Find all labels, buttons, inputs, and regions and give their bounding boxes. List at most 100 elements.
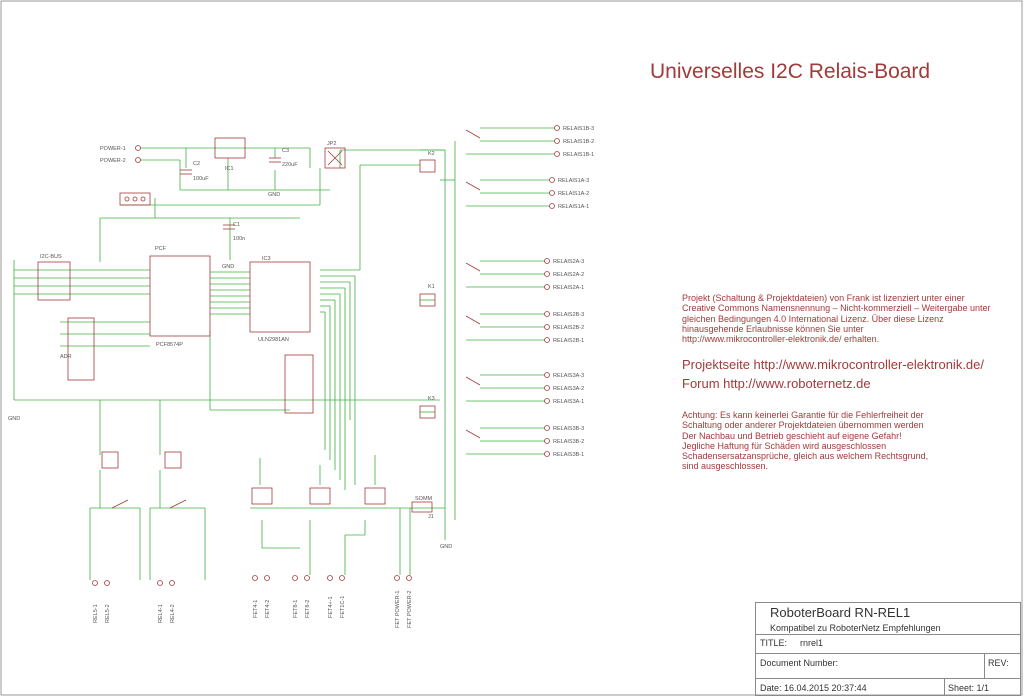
logic-components (37, 224, 314, 414)
label-relais3b-3: RELAIS3B-3 (553, 426, 584, 432)
label-rel5-2: REL5-2 (105, 604, 111, 623)
uln2981-chip (249, 261, 311, 333)
label-relais1b-2: RELAIS1B-2 (563, 139, 594, 145)
label-gnd-2: GND (222, 264, 234, 270)
label-power-1: POWER-1 (100, 146, 126, 152)
label-pcf: PCF (155, 246, 167, 252)
label-relais2b-2: RELAIS2B-2 (553, 325, 584, 331)
label-fet4plus-1: FET4+-1 (328, 596, 334, 618)
title-block-subtitle: Kompatibel zu RoboterNetz Empfehlungen (770, 623, 941, 633)
label-j1-val: SOMM (415, 496, 433, 502)
i2c-bus-connector (37, 261, 71, 301)
led-bar (284, 354, 314, 414)
label-relais3a-2: RELAIS3A-2 (553, 386, 584, 392)
title-block-title-value: rnrel1 (800, 638, 824, 648)
label-relais3a-1: RELAIS3A-1 (553, 399, 584, 405)
projektseite-link[interactable]: Projektseite http://www.mikrocontroller-… (682, 357, 985, 372)
bottom-pin-labels: REL5-1 REL5-2 REL4-1 REL4-2 FET4-1 FET4-… (93, 496, 452, 628)
label-gnd-3: GND (8, 416, 20, 422)
label-fet1c-1: FET1C-1 (340, 596, 346, 618)
fet-3 (364, 487, 386, 505)
title-block-title-label: TITLE: (760, 638, 788, 648)
adr-jumper (67, 317, 95, 381)
label-c3-val: 220uF (282, 162, 298, 168)
relay-terminals (544, 125, 560, 457)
title-block-date: Date: 16.04.2015 20:37:44 (760, 683, 867, 693)
label-rel4-1: REL4-1 (158, 604, 164, 623)
bottom-wires (89, 455, 445, 580)
label-jp2: JP2 (327, 141, 336, 147)
label-relais2b-1: RELAIS2B-1 (553, 338, 584, 344)
label-power-2: POWER-2 (100, 158, 126, 164)
label-gnd-1: GND (268, 192, 280, 198)
label-fet8-2: FET8-2 (305, 600, 311, 618)
relay-output-labels: RELAIS1B-3 RELAIS1B-2 RELAIS1B-1 RELAIS1… (428, 126, 594, 458)
logic-labels: I2C-BUS PCF PCF8574P IC3 ULN2981AN ADR C… (8, 222, 289, 422)
relay-k2 (419, 159, 436, 173)
label-relais1a-3: RELAIS1A-3 (558, 178, 589, 184)
pcf8574-chip (149, 255, 211, 337)
label-c1-val: 100n (233, 236, 245, 242)
label-fet8-1: FET8-1 (293, 600, 299, 618)
label-c3: C3 (282, 148, 289, 154)
label-c2: C2 (193, 161, 200, 167)
label-relais1b-3: RELAIS1B-3 (563, 126, 594, 132)
logic-wires (13, 149, 455, 540)
fet-2 (309, 487, 331, 505)
label-relais3b-1: RELAIS3B-1 (553, 452, 584, 458)
title-block-board: RoboterBoard RN-REL1 (770, 605, 911, 620)
label-i2c-bus: I2C-BUS (40, 254, 62, 260)
label-relais3b-2: RELAIS3B-2 (553, 439, 584, 445)
label-k1: K1 (428, 284, 435, 290)
label-relais1b-1: RELAIS1B-1 (563, 152, 594, 158)
jumper-j1 (411, 501, 433, 513)
ssr-x5 (101, 451, 119, 469)
label-uln: ULN2981AN (258, 337, 289, 343)
bottom-components (101, 451, 433, 513)
label-fet-power-2: FET POWER-2 (407, 591, 413, 629)
label-j1: J1 (428, 514, 434, 520)
forum-link[interactable]: Forum http://www.roboternetz.de (682, 376, 871, 391)
label-relais2a-2: RELAIS2A-2 (553, 272, 584, 278)
power-labels: POWER-1 POWER-2 IC1 C2 100uF C3 220uF JP… (100, 141, 336, 198)
label-adr: ADR (60, 354, 72, 360)
label-gnd-4: GND (440, 544, 452, 550)
relay-wires (420, 127, 555, 520)
label-rel4-2: REL4-2 (170, 604, 176, 623)
license-text: Projekt (Schaltung & Projektdateien) von… (682, 293, 991, 345)
warning-text: Achtung: Es kann keinerlei Garantie für … (682, 410, 929, 472)
ssr-x4 (164, 451, 182, 469)
title-block-docnum-label: Document Number: (760, 658, 839, 668)
label-fet-power-1: FET POWER-1 (395, 591, 401, 629)
label-rel5-1: REL5-1 (93, 604, 99, 623)
title-block-rev-label: REV: (988, 658, 1009, 668)
relay-contacts (465, 129, 481, 439)
relay-k1 (419, 293, 436, 307)
fet-1 (251, 487, 273, 505)
label-relais1a-1: RELAIS1A-1 (558, 204, 589, 210)
label-relais2b-3: RELAIS2B-3 (553, 312, 584, 318)
label-ic3: IC3 (262, 256, 271, 262)
label-relais2a-1: RELAIS2A-1 (553, 285, 584, 291)
power-section (100, 147, 445, 219)
relay-components (419, 129, 481, 439)
label-ic1: IC1 (225, 166, 234, 172)
label-k2: K2 (428, 151, 435, 157)
label-relais2a-3: RELAIS2A-3 (553, 259, 584, 265)
label-relais3a-3: RELAIS3A-3 (553, 373, 584, 379)
label-fet4-2: FET4-2 (265, 600, 271, 618)
power-components (119, 137, 346, 206)
label-k3: K3 (428, 396, 435, 402)
label-relais1a-2: RELAIS1A-2 (558, 191, 589, 197)
relay-k3 (419, 405, 436, 419)
label-fet4-1: FET4-1 (253, 600, 259, 618)
label-c2-val: 100uF (193, 176, 209, 182)
diagram-title: Universelles I2C Relais-Board (650, 60, 931, 83)
title-block-sheet: Sheet: 1/1 (948, 683, 990, 693)
bottom-terminals (92, 575, 412, 586)
label-pcf-part: PCF8574P (156, 342, 183, 348)
title-block: RoboterBoard RN-REL1 Kompatibel zu Robot… (755, 602, 1021, 696)
label-c1: C1 (233, 222, 240, 228)
